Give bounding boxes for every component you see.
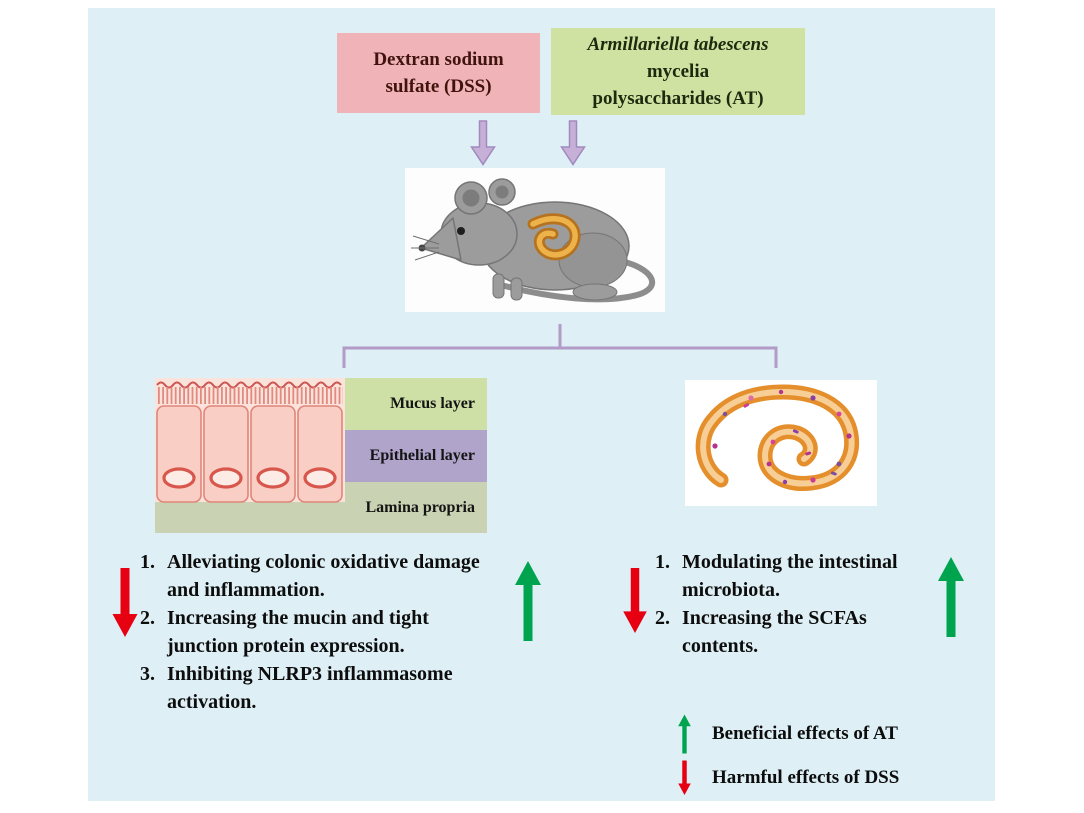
item-number: 1. (655, 551, 670, 573)
dss-label-line2: sulfate (DSS) (385, 76, 492, 97)
cell-nuclei (162, 467, 337, 489)
arrow-slot (664, 760, 704, 796)
dss-label-line1: Dextran sodium (373, 49, 504, 70)
purple-down-arrow-icon (560, 120, 586, 166)
item-number: 2. (140, 607, 155, 629)
item-number: 1. (140, 551, 155, 573)
legend-label-beneficial: Beneficial effects of AT (712, 723, 898, 744)
colon-illustration (695, 384, 860, 491)
epithelial-layer-label: Epithelial layer (369, 447, 475, 464)
arrow-slot (664, 714, 704, 754)
legend: Beneficial effects of AT Harmful effects… (664, 714, 899, 802)
microbiota-dots (712, 389, 852, 485)
list-item: 3. Inhibiting NLRP3 inflammasome activat… (140, 660, 500, 716)
graphical-abstract: Dextran sodium sulfate (DSS) Armillariel… (88, 8, 995, 801)
lamina-propria-label: Lamina propria (365, 498, 476, 516)
colon-panel (685, 380, 877, 506)
mouse-illustration (411, 178, 656, 303)
red-down-arrow-icon (623, 568, 647, 634)
mouse-panel (405, 168, 665, 312)
list-item: 1. Modulating the intestinal microbiota. (655, 548, 945, 604)
item-text: Increasing the mucin and tight junction … (167, 607, 429, 657)
item-number: 3. (140, 663, 155, 685)
at-treatment-box: Armillariella tabescens mycelia polysacc… (551, 28, 805, 115)
item-text: Alleviating colonic oxidative damage and… (167, 551, 480, 601)
red-down-arrow-icon (112, 568, 138, 637)
mucus-layer-label: Mucus layer (390, 395, 475, 412)
list-item: 1. Alleviating colonic oxidative damage … (140, 548, 500, 604)
left-effects-list: 1. Alleviating colonic oxidative damage … (140, 548, 500, 716)
epithelium-illustration (155, 378, 345, 503)
dss-treatment-box: Dextran sodium sulfate (DSS) (337, 33, 540, 113)
purple-down-arrow-icon (470, 120, 496, 166)
green-up-arrow-icon (938, 557, 964, 637)
legend-row-harmful: Harmful effects of DSS (664, 758, 899, 798)
at-label-line2: mycelia (646, 61, 710, 82)
at-label-line3: polysaccharides (AT) (592, 88, 764, 109)
green-up-arrow-icon (677, 714, 691, 754)
right-effects-list: 1. Modulating the intestinal microbiota.… (655, 548, 945, 660)
mouse-eye (457, 227, 465, 235)
item-number: 2. (655, 607, 670, 629)
item-text: Inhibiting NLRP3 inflammasome activation… (167, 663, 453, 713)
legend-label-harmful: Harmful effects of DSS (712, 767, 900, 788)
list-item: 2. Increasing the mucin and tight juncti… (140, 604, 500, 660)
at-species-name: Armillariella tabescens (587, 34, 769, 55)
legend-row-beneficial: Beneficial effects of AT (664, 714, 899, 754)
list-item: 2. Increasing the SCFAs contents. (655, 604, 945, 660)
intestinal-wall-panel: Mucus layer Epithelial layer Lamina prop… (155, 378, 487, 533)
split-bracket (342, 324, 778, 368)
red-down-arrow-icon (677, 760, 691, 795)
item-text: Increasing the SCFAs contents. (682, 607, 867, 657)
item-text: Modulating the intestinal microbiota. (682, 551, 898, 601)
green-up-arrow-icon (515, 561, 541, 641)
